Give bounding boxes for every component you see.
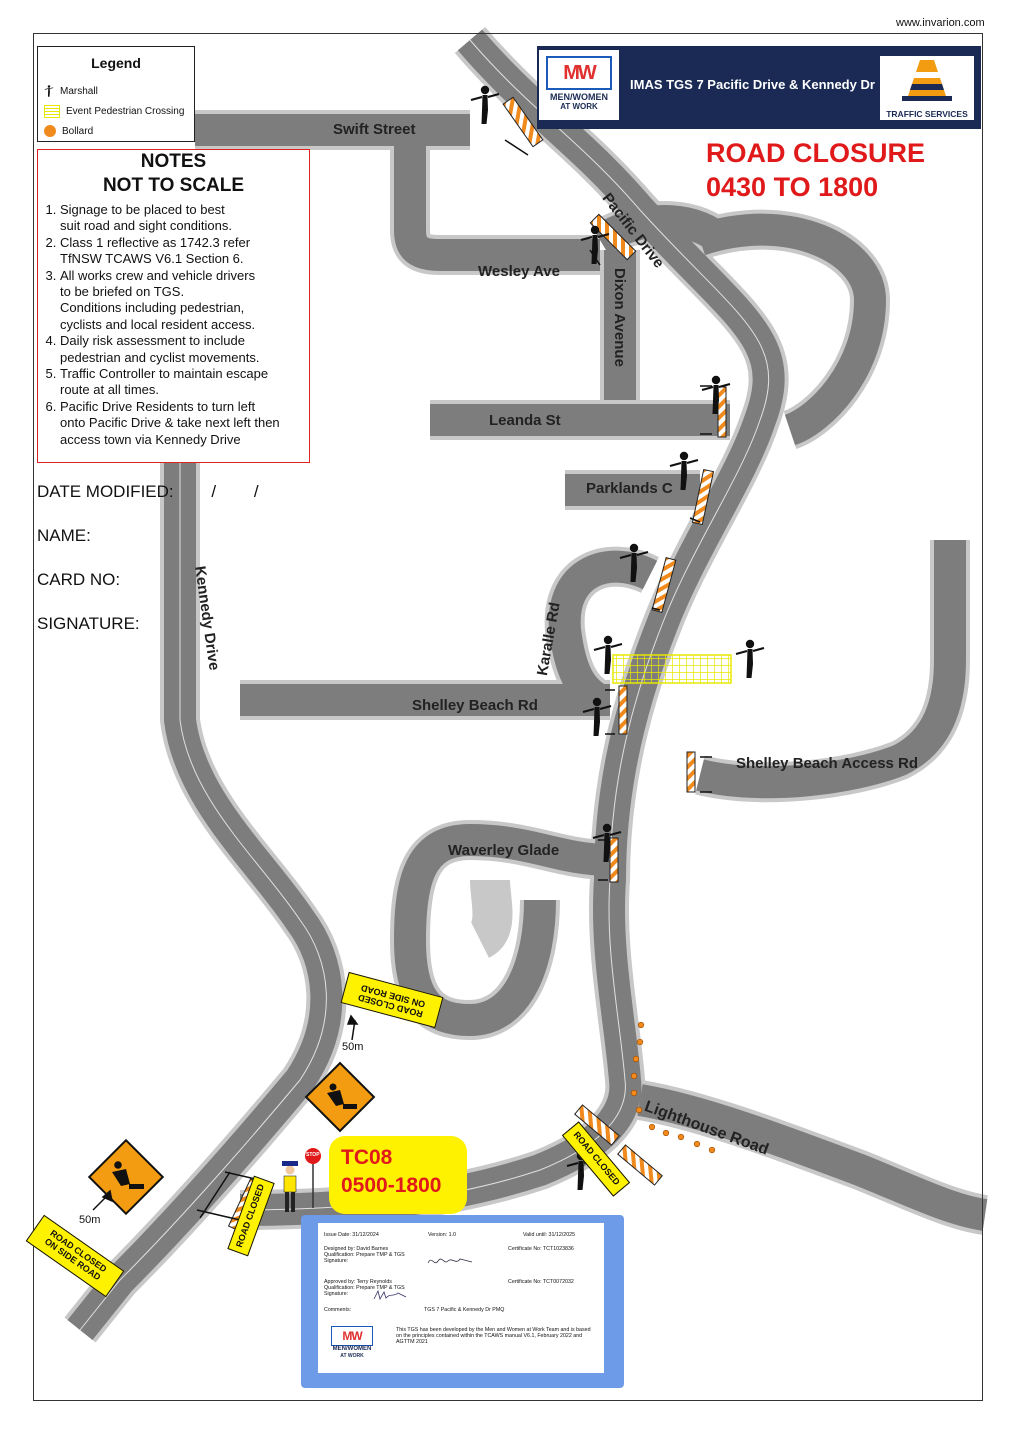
traffic-cone-icon [902,60,952,101]
event-pedestrian-crossing [612,654,732,684]
date-modified-field[interactable]: DATE MODIFIED: / / [37,482,259,501]
approved-qualification: Qualification: Prepare TMP & TGS [324,1285,405,1291]
approver-signature-image [373,1289,407,1301]
info-card-panel: Issue Date: 31/12/2024 Version: 1.0 Vali… [318,1223,604,1373]
logo-text-line1: MEN/WOMEN [550,92,608,102]
tc08-hours: 0500-1800 [341,1174,442,1197]
pedestrian-crossing-icon [44,105,60,118]
note-item: Class 1 reflective as 1742.3 refer TfNSW… [60,235,309,268]
name-field[interactable]: NAME: [37,526,91,545]
traffic-services-logo: TRAFFIC SERVICES [880,56,974,120]
street-label-wesley: Wesley Ave [478,263,560,280]
street-label-dixon: Dixon Avenue [611,268,628,367]
designer-signature-image [427,1258,473,1264]
designed-certificate: Certificate No: TCT1023836 [508,1246,574,1252]
card-logo: MW MEN/WOMEN AT WORK [326,1326,378,1364]
note-item: All works crew and vehicle drivers to be… [60,268,309,334]
tc08-badge: TC08 0500-1800 [329,1136,467,1214]
designed-qualification: Qualification: Prepare TMP & TGS [324,1252,405,1258]
notes-title: NOTES [140,151,207,172]
logo-mark-icon: MW [546,56,612,90]
comments-label: Comments: [324,1307,352,1313]
legend-item-label: Marshall [60,85,98,97]
tc08-label: TC08 [341,1146,393,1169]
legend-item-label: Event Pedestrian Crossing [66,106,185,117]
comments: TGS 7 Pacific & Kennedy Dr PMQ [424,1307,505,1313]
info-card: Issue Date: 31/12/2024 Version: 1.0 Vali… [301,1215,624,1388]
logo-text-line2: AT WORK [560,102,598,111]
note-item: Pacific Drive Residents to turn left ont… [60,399,309,448]
bollard-icon [44,125,56,137]
distance-label: 50m [342,1041,364,1053]
card-no-field[interactable]: CARD NO: [37,570,121,589]
notes-box: NOTES NOT TO SCALE Signage to be placed … [37,149,310,463]
signature-field[interactable]: SIGNATURE: [37,614,140,633]
notes-subtitle: NOT TO SCALE [102,175,245,196]
street-label-shelley-beach: Shelley Beach Rd [412,697,538,714]
legend-item-marshall: Marshall [44,85,98,97]
road-closure-hours: 0430 TO 1800 [706,172,879,202]
site-url[interactable]: www.invarion.com [896,17,985,29]
company-logo: MW MEN/WOMEN AT WORK [539,50,619,120]
street-label-waverley: Waverley Glade [448,842,560,859]
note-item: Traffic Controller to maintain escape ro… [60,366,309,399]
legend-item-crossing: Event Pedestrian Crossing [44,105,184,118]
distance-label: 50m [79,1214,101,1226]
issue-date: Issue Date: 31/12/2024 [324,1232,379,1238]
legend-title: Legend [91,55,141,71]
roadwork-signs [87,1061,376,1216]
street-label-shelley-access: Shelley Beach Access Rd [736,755,919,772]
road-closure-title: ROAD CLOSURE 0430 TO 1800 [706,136,925,204]
sign-arrows [92,1014,359,1211]
street-label-swift: Swift Street [333,121,416,138]
approved-by: Approved by: Terry Reynolds [324,1279,392,1285]
traffic-services-text: TRAFFIC SERVICES [886,109,968,119]
header-title: IMAS TGS 7 Pacific Drive & Kennedy Dr [630,77,875,92]
road-closure-line1: ROAD CLOSURE [706,138,926,168]
approved-signature-label: Signature: [324,1291,349,1297]
page-frame [33,33,983,1401]
legend-item-label: Bollard [62,125,94,137]
stop-bat-text: STOP [306,1152,320,1158]
note-item: Signage to be placed to best suit road a… [60,202,309,235]
logo-mark-icon: MW [331,1326,373,1346]
disclaimer: This TGS has been developed by the Men a… [396,1327,591,1345]
logo-text-line2: AT WORK [340,1353,364,1359]
notes-list: Signage to be placed to best suit road a… [38,202,309,448]
version: Version: 1.0 [428,1232,456,1238]
legend-box: Legend Marshall Event Pedestrian Crossin… [37,46,195,142]
designed-signature-label: Signature: [324,1258,349,1264]
legend-item-bollard: Bollard [44,125,93,137]
approved-certificate: Certificate No: TCT0072032 [508,1279,574,1285]
traffic-controller [282,1148,321,1212]
note-item: Daily risk assessment to include pedestr… [60,333,309,366]
marshall-icon [44,85,54,97]
bollards [630,1021,716,1154]
designed-by: Designed by: David Barnes [324,1246,389,1252]
street-label-leanda: Leanda St [489,412,561,429]
road-centre-lines [79,39,770,1331]
logo-text-line1: MEN/WOMEN [332,1346,372,1352]
valid-until: Valid until: 31/12/2025 [523,1232,576,1238]
street-label-parklands: Parklands C [586,480,673,497]
